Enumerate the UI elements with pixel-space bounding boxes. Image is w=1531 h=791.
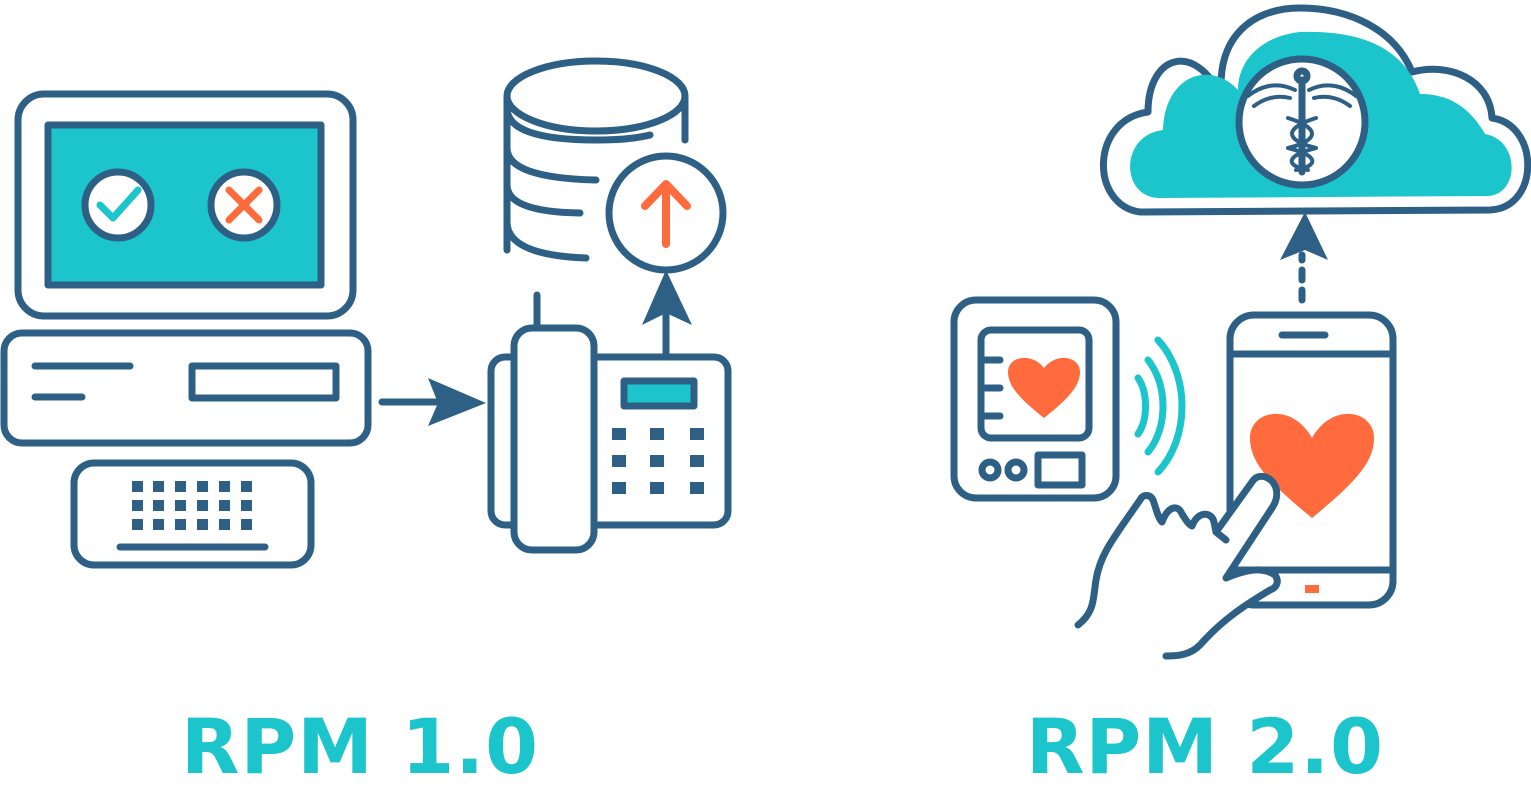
cloud-icon bbox=[1100, 4, 1531, 216]
rpm2-title: RPM 2.0 bbox=[1026, 702, 1384, 791]
database-icon bbox=[503, 57, 689, 262]
heart-icon bbox=[1250, 413, 1374, 518]
health-monitor-device-icon bbox=[950, 296, 1120, 502]
upload-arrow-icon bbox=[605, 152, 727, 274]
rpm1-title: RPM 1.0 bbox=[181, 702, 539, 791]
heart-icon bbox=[1008, 357, 1080, 418]
check-icon bbox=[81, 168, 155, 242]
cross-icon bbox=[207, 168, 281, 242]
desktop-computer-icon bbox=[0, 90, 372, 447]
rpm1-illustration bbox=[0, 57, 732, 569]
caduceus-icon bbox=[1235, 55, 1369, 189]
keyboard-icon bbox=[70, 459, 315, 569]
wireless-signal-icon bbox=[1134, 336, 1186, 476]
fax-phone-icon bbox=[487, 291, 732, 554]
connector-arrow-phone-to-cloud bbox=[1280, 212, 1328, 304]
pointing-hand-icon bbox=[1074, 472, 1281, 660]
connector-arrow-computer-to-fax bbox=[378, 378, 486, 426]
smartphone-icon bbox=[1226, 311, 1397, 609]
rpm2-illustration bbox=[950, 4, 1531, 660]
